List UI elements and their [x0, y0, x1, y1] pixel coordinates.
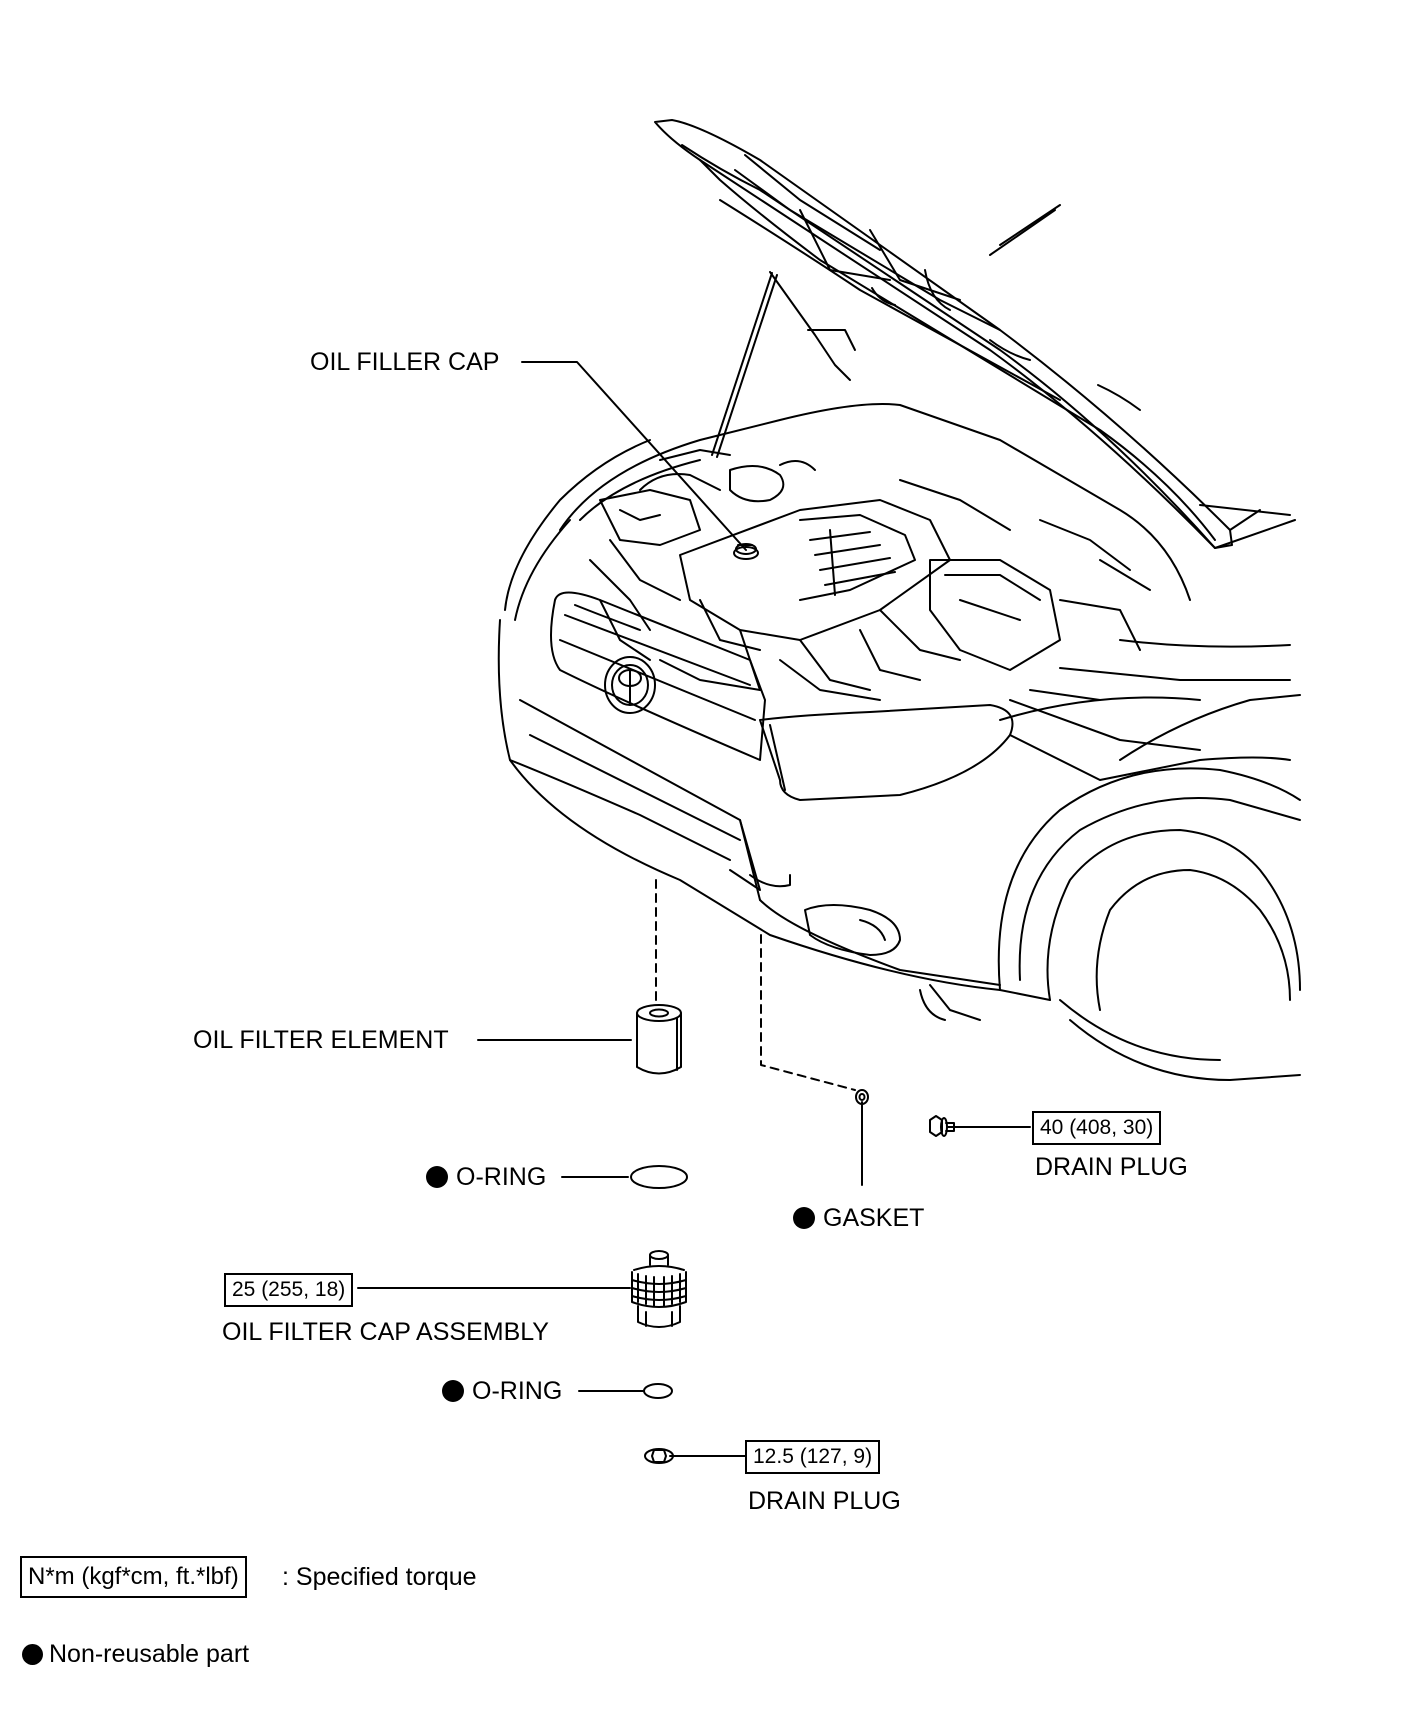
- o-ring-lower-part: [643, 1383, 673, 1399]
- torque-drain-plug-lower: 12.5 (127, 9): [745, 1440, 881, 1474]
- label-oil-filler-cap: OIL FILLER CAP: [310, 348, 500, 376]
- engine-bay-drawing: [559, 403, 1191, 701]
- gasket-part: [855, 1089, 869, 1105]
- legend-nonreusable: Non-reusable part: [22, 1640, 249, 1668]
- nonreusable-dot-icon: [22, 1644, 43, 1665]
- label-gasket: GASKET: [823, 1204, 925, 1232]
- vehicle-body-drawing: [497, 439, 1301, 1081]
- label-o-ring-lower: O-RING: [472, 1377, 563, 1405]
- drain-plug-lower-part: [644, 1448, 674, 1464]
- torque-oil-filter-cap-assembly: 25 (255, 18): [224, 1273, 354, 1307]
- legend-torque-desc: : Specified torque: [282, 1563, 477, 1591]
- o-ring-upper-part: [630, 1165, 688, 1189]
- legend-nonreusable-desc: Non-reusable part: [49, 1640, 250, 1668]
- leader-lines: [357, 361, 1031, 1457]
- legend-torque-box: N*m (kgf*cm, ft.*lbf): [20, 1556, 247, 1598]
- nonreusable-dot-gasket: [793, 1207, 815, 1229]
- nonreusable-dot-o-ring-upper: [426, 1166, 448, 1188]
- label-o-ring-upper: O-RING: [456, 1163, 547, 1191]
- hood-support-rod: [711, 271, 856, 458]
- torque-drain-plug-right: 40 (408, 30): [1032, 1111, 1162, 1145]
- label-drain-plug-right: DRAIN PLUG: [1035, 1153, 1188, 1181]
- drain-plug-right-part: [929, 1115, 955, 1137]
- oil-filter-cap-assembly-part: [631, 1250, 687, 1328]
- hood-drawing: [654, 119, 1296, 549]
- label-drain-plug-lower: DRAIN PLUG: [748, 1487, 901, 1515]
- label-oil-filter-element: OIL FILTER ELEMENT: [193, 1026, 449, 1054]
- nonreusable-dot-o-ring-lower: [442, 1380, 464, 1402]
- oil-filter-element-part: [636, 1004, 682, 1075]
- label-oil-filter-cap-assembly: OIL FILTER CAP ASSEMBLY: [222, 1318, 549, 1346]
